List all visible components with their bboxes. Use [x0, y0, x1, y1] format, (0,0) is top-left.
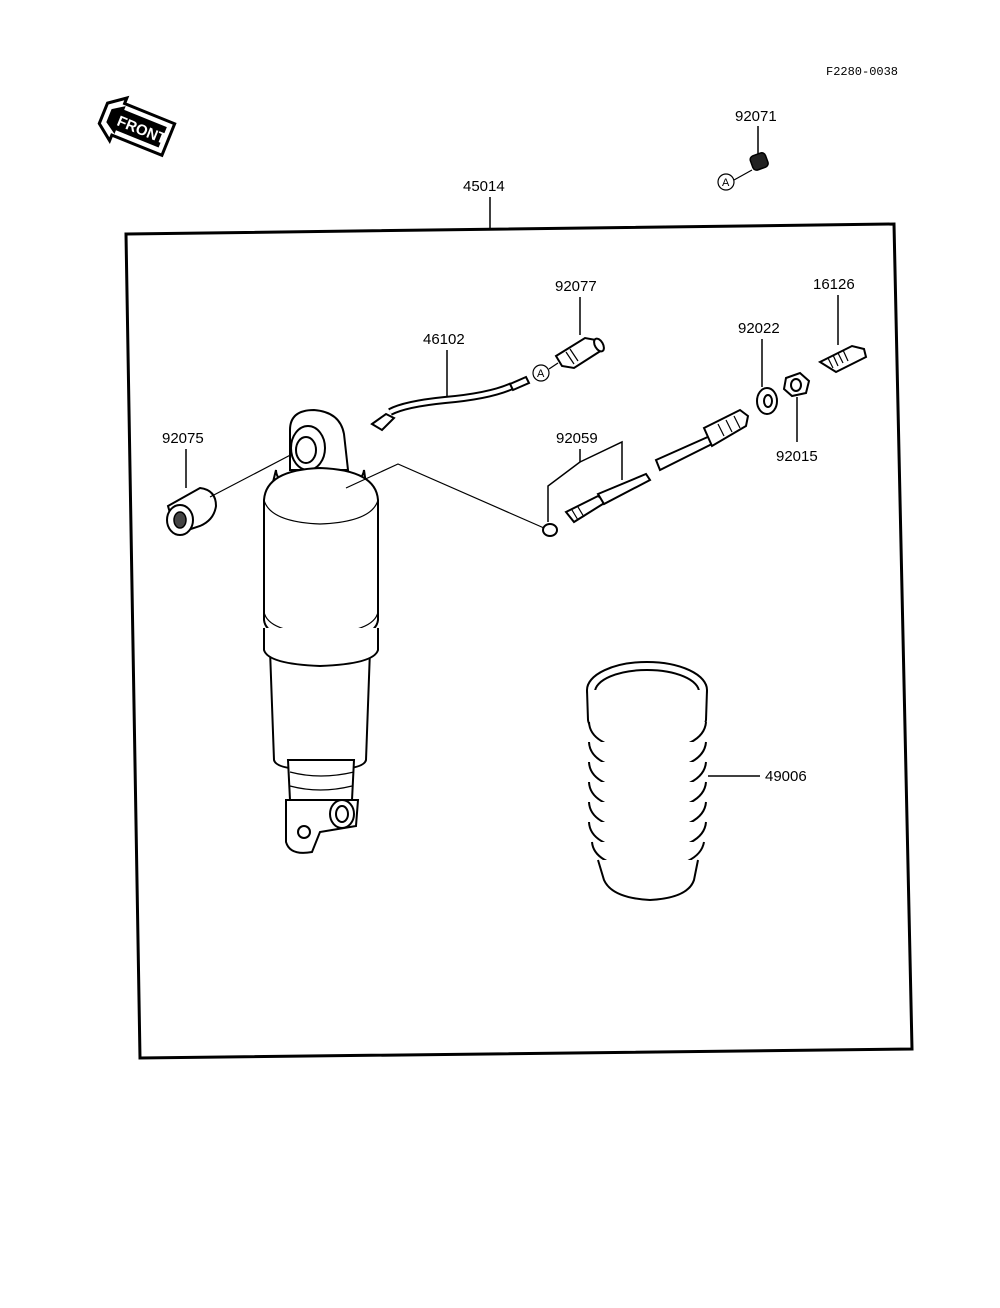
hose-46102: [370, 375, 531, 432]
label-49006: 49006: [765, 768, 807, 785]
label-92015: 92015: [776, 448, 818, 465]
label-92059: 92059: [556, 430, 598, 447]
leader-ref-mid: [548, 362, 559, 370]
ref-marker-top-label: A: [722, 177, 730, 189]
oring-92059: [542, 523, 558, 537]
valve-16126: [817, 344, 868, 374]
tube-92059: [654, 434, 714, 472]
leader-ref-top: [733, 169, 753, 181]
label-45014: 45014: [463, 178, 505, 195]
washer-92022: [756, 387, 778, 415]
fitting-92059-left: [564, 472, 652, 524]
label-46102: 46102: [423, 331, 465, 348]
fitting-92077: [554, 336, 605, 370]
ref-marker-mid: A: [532, 364, 550, 382]
shock-absorber: [263, 408, 379, 854]
nut-92015: [782, 371, 811, 398]
leader-92059-a: [547, 449, 581, 522]
label-92022: 92022: [738, 320, 780, 337]
bushing-92075: [166, 486, 218, 536]
leader-oring-link: [345, 463, 545, 529]
leader-92075-link: [209, 449, 301, 498]
label-92071: 92071: [735, 108, 777, 125]
leader-92059-b: [579, 440, 623, 480]
boot-49006: [586, 661, 708, 902]
front-arrow-icon: FRONT: [97, 95, 177, 158]
cap-92071: [749, 152, 769, 171]
label-92077: 92077: [555, 278, 597, 295]
kit-frame: [124, 222, 914, 1060]
ref-marker-mid-label: A: [537, 368, 545, 380]
figure-code: F2280-0038: [826, 65, 898, 79]
ref-marker-top: A: [717, 173, 735, 191]
label-16126: 16126: [813, 276, 855, 293]
label-92075: 92075: [162, 430, 204, 447]
fitting-92059-right: [702, 408, 750, 448]
